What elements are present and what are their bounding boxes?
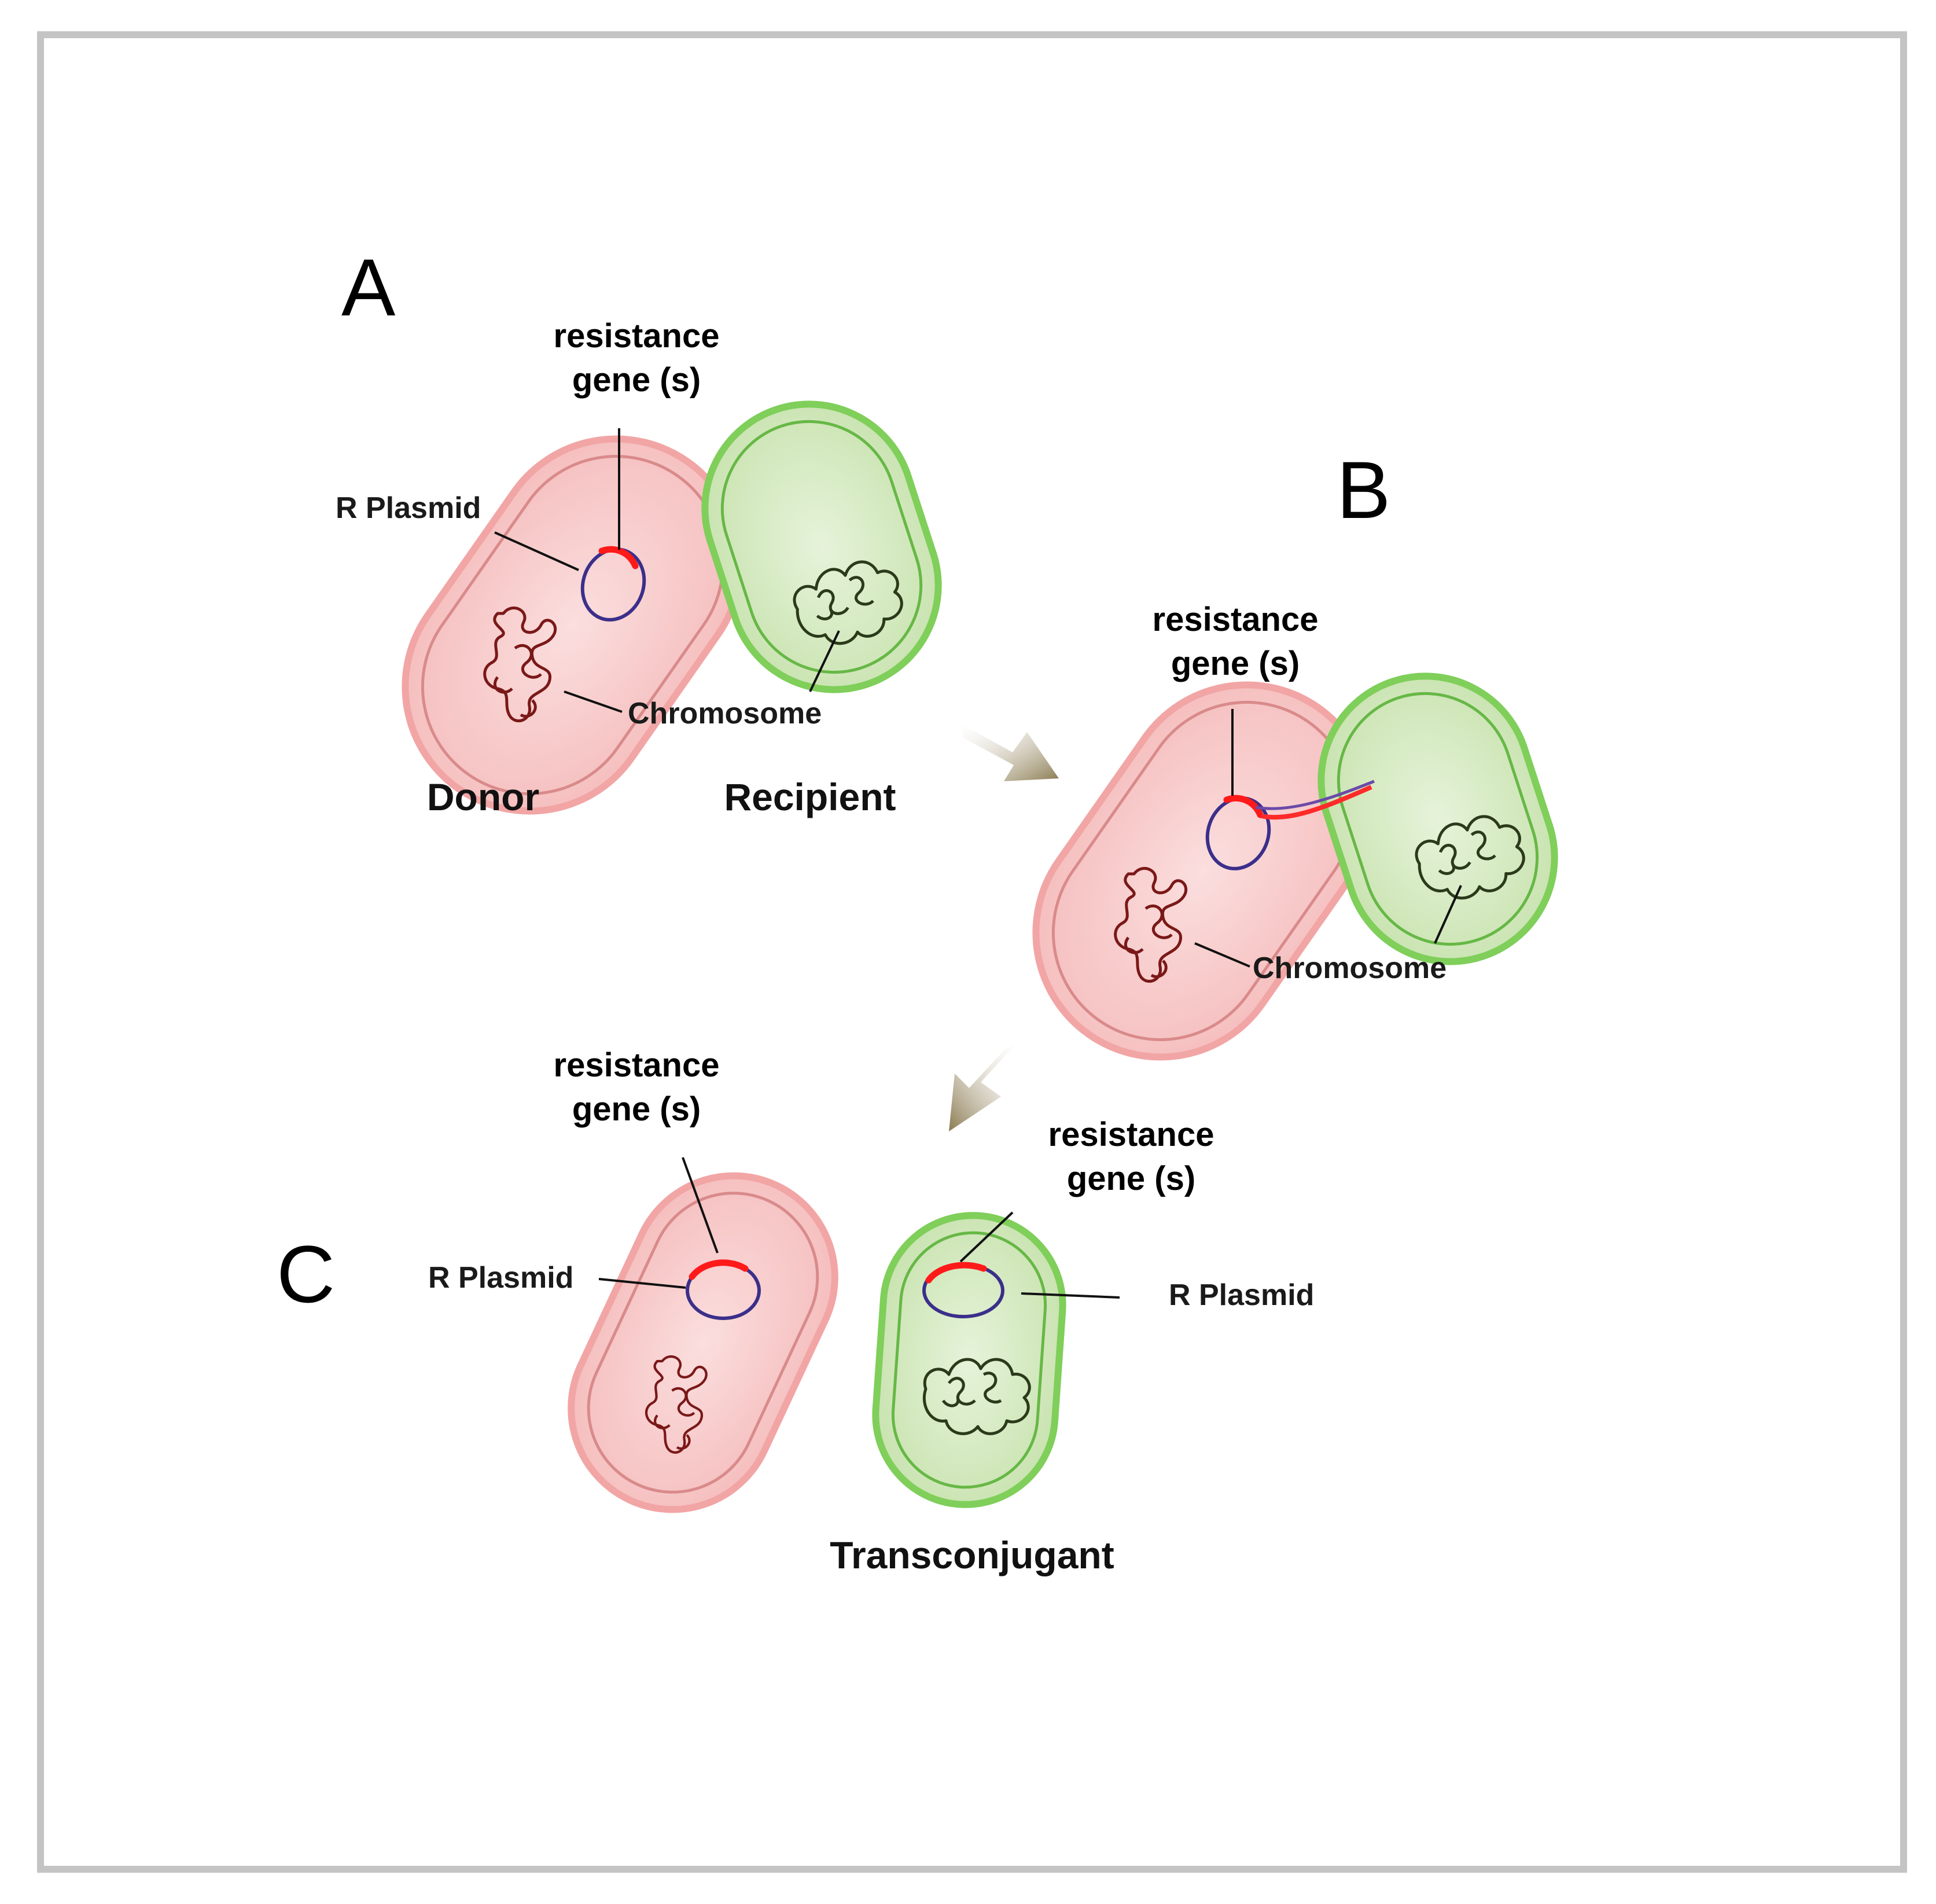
transconjugant-label: Transconjugant — [830, 1534, 1114, 1576]
chromosome-leader-a1 — [564, 690, 623, 713]
arrow-b-to-c — [949, 1042, 1018, 1131]
donor-label: Donor — [427, 775, 539, 818]
chromosome-leader-b2 — [1434, 885, 1462, 944]
plasmid-leader-a — [494, 531, 579, 571]
gene-leader-c-right — [959, 1211, 1014, 1263]
arrow-a-to-b — [960, 723, 1059, 781]
plasmid-donor-a — [580, 546, 646, 622]
recipient-cell-a — [701, 400, 942, 693]
gene-label-c-left-line2: gene (s) — [572, 1090, 701, 1128]
transfer-strand-dna — [1255, 780, 1375, 810]
gene-label-c-left-line1: resistance — [554, 1046, 720, 1084]
gene-label-c-right-line1: resistance — [1048, 1116, 1214, 1153]
plasmid-donor-b — [1205, 795, 1271, 870]
panel-letter-a: A — [341, 242, 396, 333]
plasmid-transconjugant — [922, 1262, 1004, 1318]
gene-label-a-line1: resistance — [554, 317, 720, 355]
donor-cell-c — [568, 1172, 838, 1513]
chromosome-leader-a2 — [809, 630, 840, 692]
chromosome-label-b: Chromosome — [1253, 951, 1447, 985]
chromosome-label-a: Chromosome — [628, 697, 822, 730]
panel-letter-c: C — [277, 1229, 335, 1319]
chromosome-leader-b1 — [1194, 942, 1250, 968]
gene-label-b-line2: gene (s) — [1171, 645, 1300, 682]
plasmid-donor-c — [686, 1259, 761, 1320]
plasmid-label-c-left: R Plasmid — [428, 1261, 573, 1295]
gene-label-a-line2: gene (s) — [572, 361, 701, 399]
recipient-label: Recipient — [724, 775, 896, 818]
transfer-strand — [1261, 785, 1372, 820]
gene-label-c-right-line2: gene (s) — [1067, 1160, 1195, 1197]
plasmid-label-c-right: R Plasmid — [1169, 1278, 1314, 1312]
plasmid-leader-c-right — [1021, 1292, 1120, 1299]
donor-cell-a — [402, 435, 744, 815]
gene-leader-c-left — [682, 1157, 719, 1254]
plasmid-leader-c-left — [598, 1278, 686, 1289]
figure-frame — [37, 31, 1907, 1873]
plasmid-label-a: R Plasmid — [336, 491, 481, 525]
donor-cell-b — [1032, 681, 1375, 1061]
gene-label-b-line1: resistance — [1153, 601, 1319, 638]
panel-letter-b: B — [1337, 444, 1390, 535]
